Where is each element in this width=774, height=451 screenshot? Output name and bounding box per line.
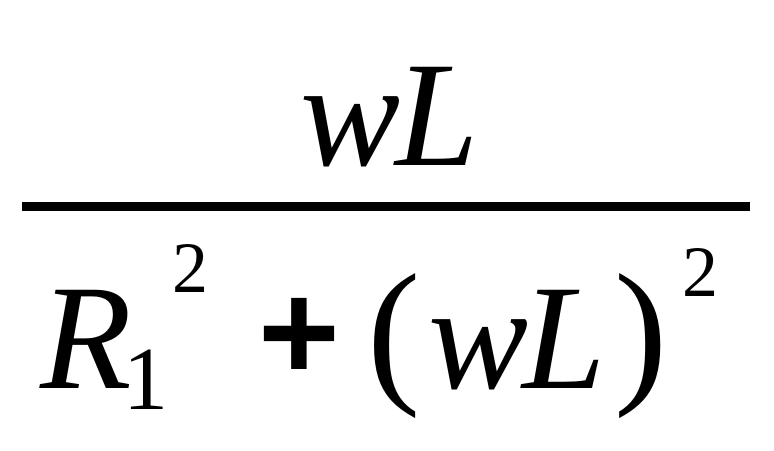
numerator-L: L [395, 32, 479, 198]
plus-sign: + [258, 253, 340, 410]
denominator-w: w [428, 255, 529, 421]
close-paren: ) [614, 241, 668, 419]
denominator-R: R [40, 255, 132, 421]
r-subscript: 1 [123, 330, 168, 429]
r-exponent: 2 [172, 228, 208, 308]
fraction-bar [22, 202, 750, 211]
denominator-L: L [522, 255, 606, 421]
numerator-w: w [300, 32, 401, 198]
open-paren: ( [367, 241, 421, 419]
paren-exponent: 2 [682, 232, 718, 312]
